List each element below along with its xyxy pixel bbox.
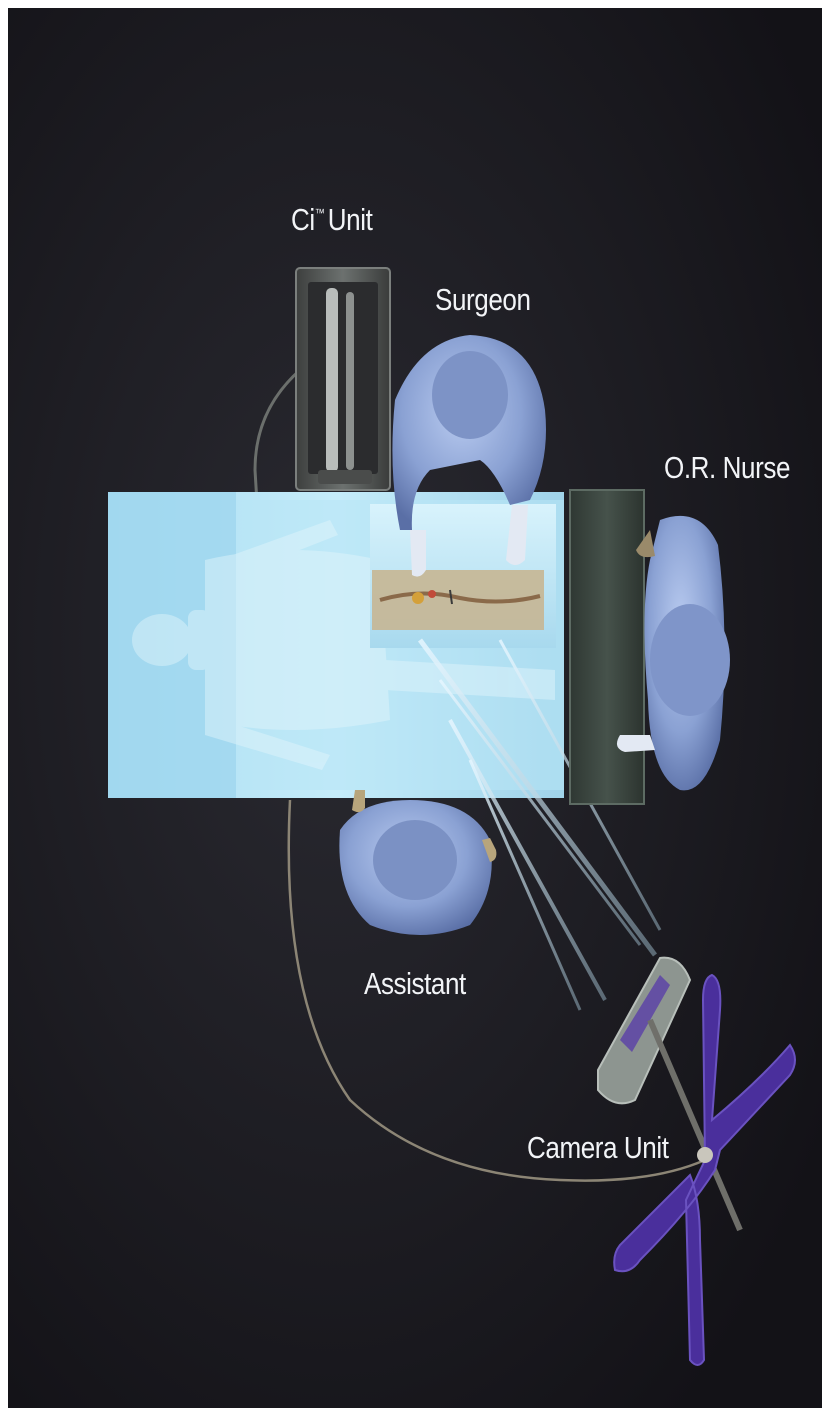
instrument-tray [570, 490, 644, 804]
label-camera-unit: Camera Unit [527, 1132, 669, 1163]
label-assistant: Assistant [364, 968, 466, 999]
label-ci-unit-name: Ci [291, 202, 315, 237]
label-surgeon: Surgeon [435, 284, 531, 315]
label-or-nurse: O.R. Nurse [664, 452, 790, 483]
trademark-symbol: ™ [315, 206, 325, 220]
ci-unit-console [296, 268, 390, 490]
label-ci-unit-suffix: Unit [328, 202, 373, 237]
